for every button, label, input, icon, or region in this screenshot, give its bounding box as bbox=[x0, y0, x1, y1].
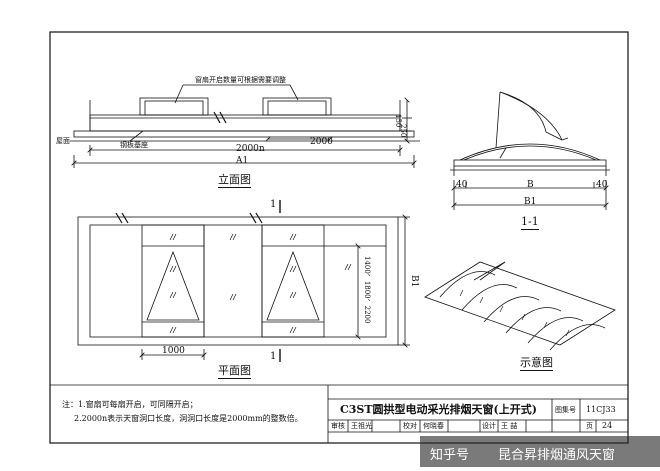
schematic-caption: 示意图 bbox=[520, 356, 553, 371]
steel-base-label: 钢板基座 bbox=[120, 141, 148, 149]
schematic-view bbox=[424, 261, 616, 351]
dim-b1-plan: B1 bbox=[409, 275, 419, 288]
plan-caption: 平面图 bbox=[218, 364, 251, 379]
dim-1000: 1000 bbox=[162, 346, 185, 356]
dim-sizes: 1400、1800、2200 bbox=[363, 256, 371, 324]
review-label: 审核 bbox=[331, 422, 345, 430]
page-number: 24 bbox=[602, 421, 613, 430]
checker-name: 何晓春 bbox=[423, 422, 444, 430]
section-caption: 1-1 bbox=[521, 215, 539, 230]
section-mark-top: 1 bbox=[270, 199, 277, 210]
page-label: 页 bbox=[586, 422, 593, 430]
dim-2000n: 2000n bbox=[236, 144, 265, 154]
dim-40-left: 40 bbox=[456, 180, 468, 190]
title-block-lines bbox=[50, 384, 628, 443]
dim-40-right: 40 bbox=[596, 180, 608, 190]
note-line-1: 注：1.窗扇可每扇开启，可同隔开启； bbox=[62, 400, 198, 409]
dim-250: 250 bbox=[399, 124, 407, 138]
design-label: 设计 bbox=[482, 422, 496, 430]
atlas-number: 11CJ33 bbox=[586, 405, 616, 414]
designer-name: 王 喆 bbox=[501, 422, 518, 430]
drawing-title: C3ST圆拱型电动采光排烟天窗(上开式) bbox=[340, 403, 537, 416]
reviewer-name: 王祖光 bbox=[351, 422, 372, 430]
dim-150: 150 bbox=[394, 114, 402, 128]
roof-label: 屋面 bbox=[56, 137, 70, 145]
plan-view bbox=[77, 200, 410, 362]
dim-2000: 2000 bbox=[310, 137, 333, 147]
watermark-text: 昆合昇排烟通风天窗 bbox=[498, 448, 616, 463]
elevation-view bbox=[70, 84, 420, 168]
section-mark-bottom: 1 bbox=[270, 351, 277, 362]
check-label: 校对 bbox=[403, 422, 417, 430]
dim-b: B bbox=[527, 180, 534, 190]
section-view bbox=[450, 91, 610, 210]
dim-a1: A1 bbox=[236, 156, 249, 166]
watermark-brand: 知乎号 bbox=[430, 448, 470, 463]
elevation-note: 窗扇开启数量可根据需要调整 bbox=[195, 76, 286, 84]
note-line-2: 2.2000n表示天窗洞口长度，洞洞口长度是2000mm的整数倍。 bbox=[74, 414, 303, 423]
dim-b1-section: B1 bbox=[524, 197, 537, 207]
atlas-label: 图集号 bbox=[555, 406, 576, 414]
watermark-banner: 知乎号 昆合昇排烟通风天窗 bbox=[420, 436, 660, 467]
elevation-caption: 立面图 bbox=[218, 173, 251, 188]
sheet-border bbox=[49, 31, 629, 444]
